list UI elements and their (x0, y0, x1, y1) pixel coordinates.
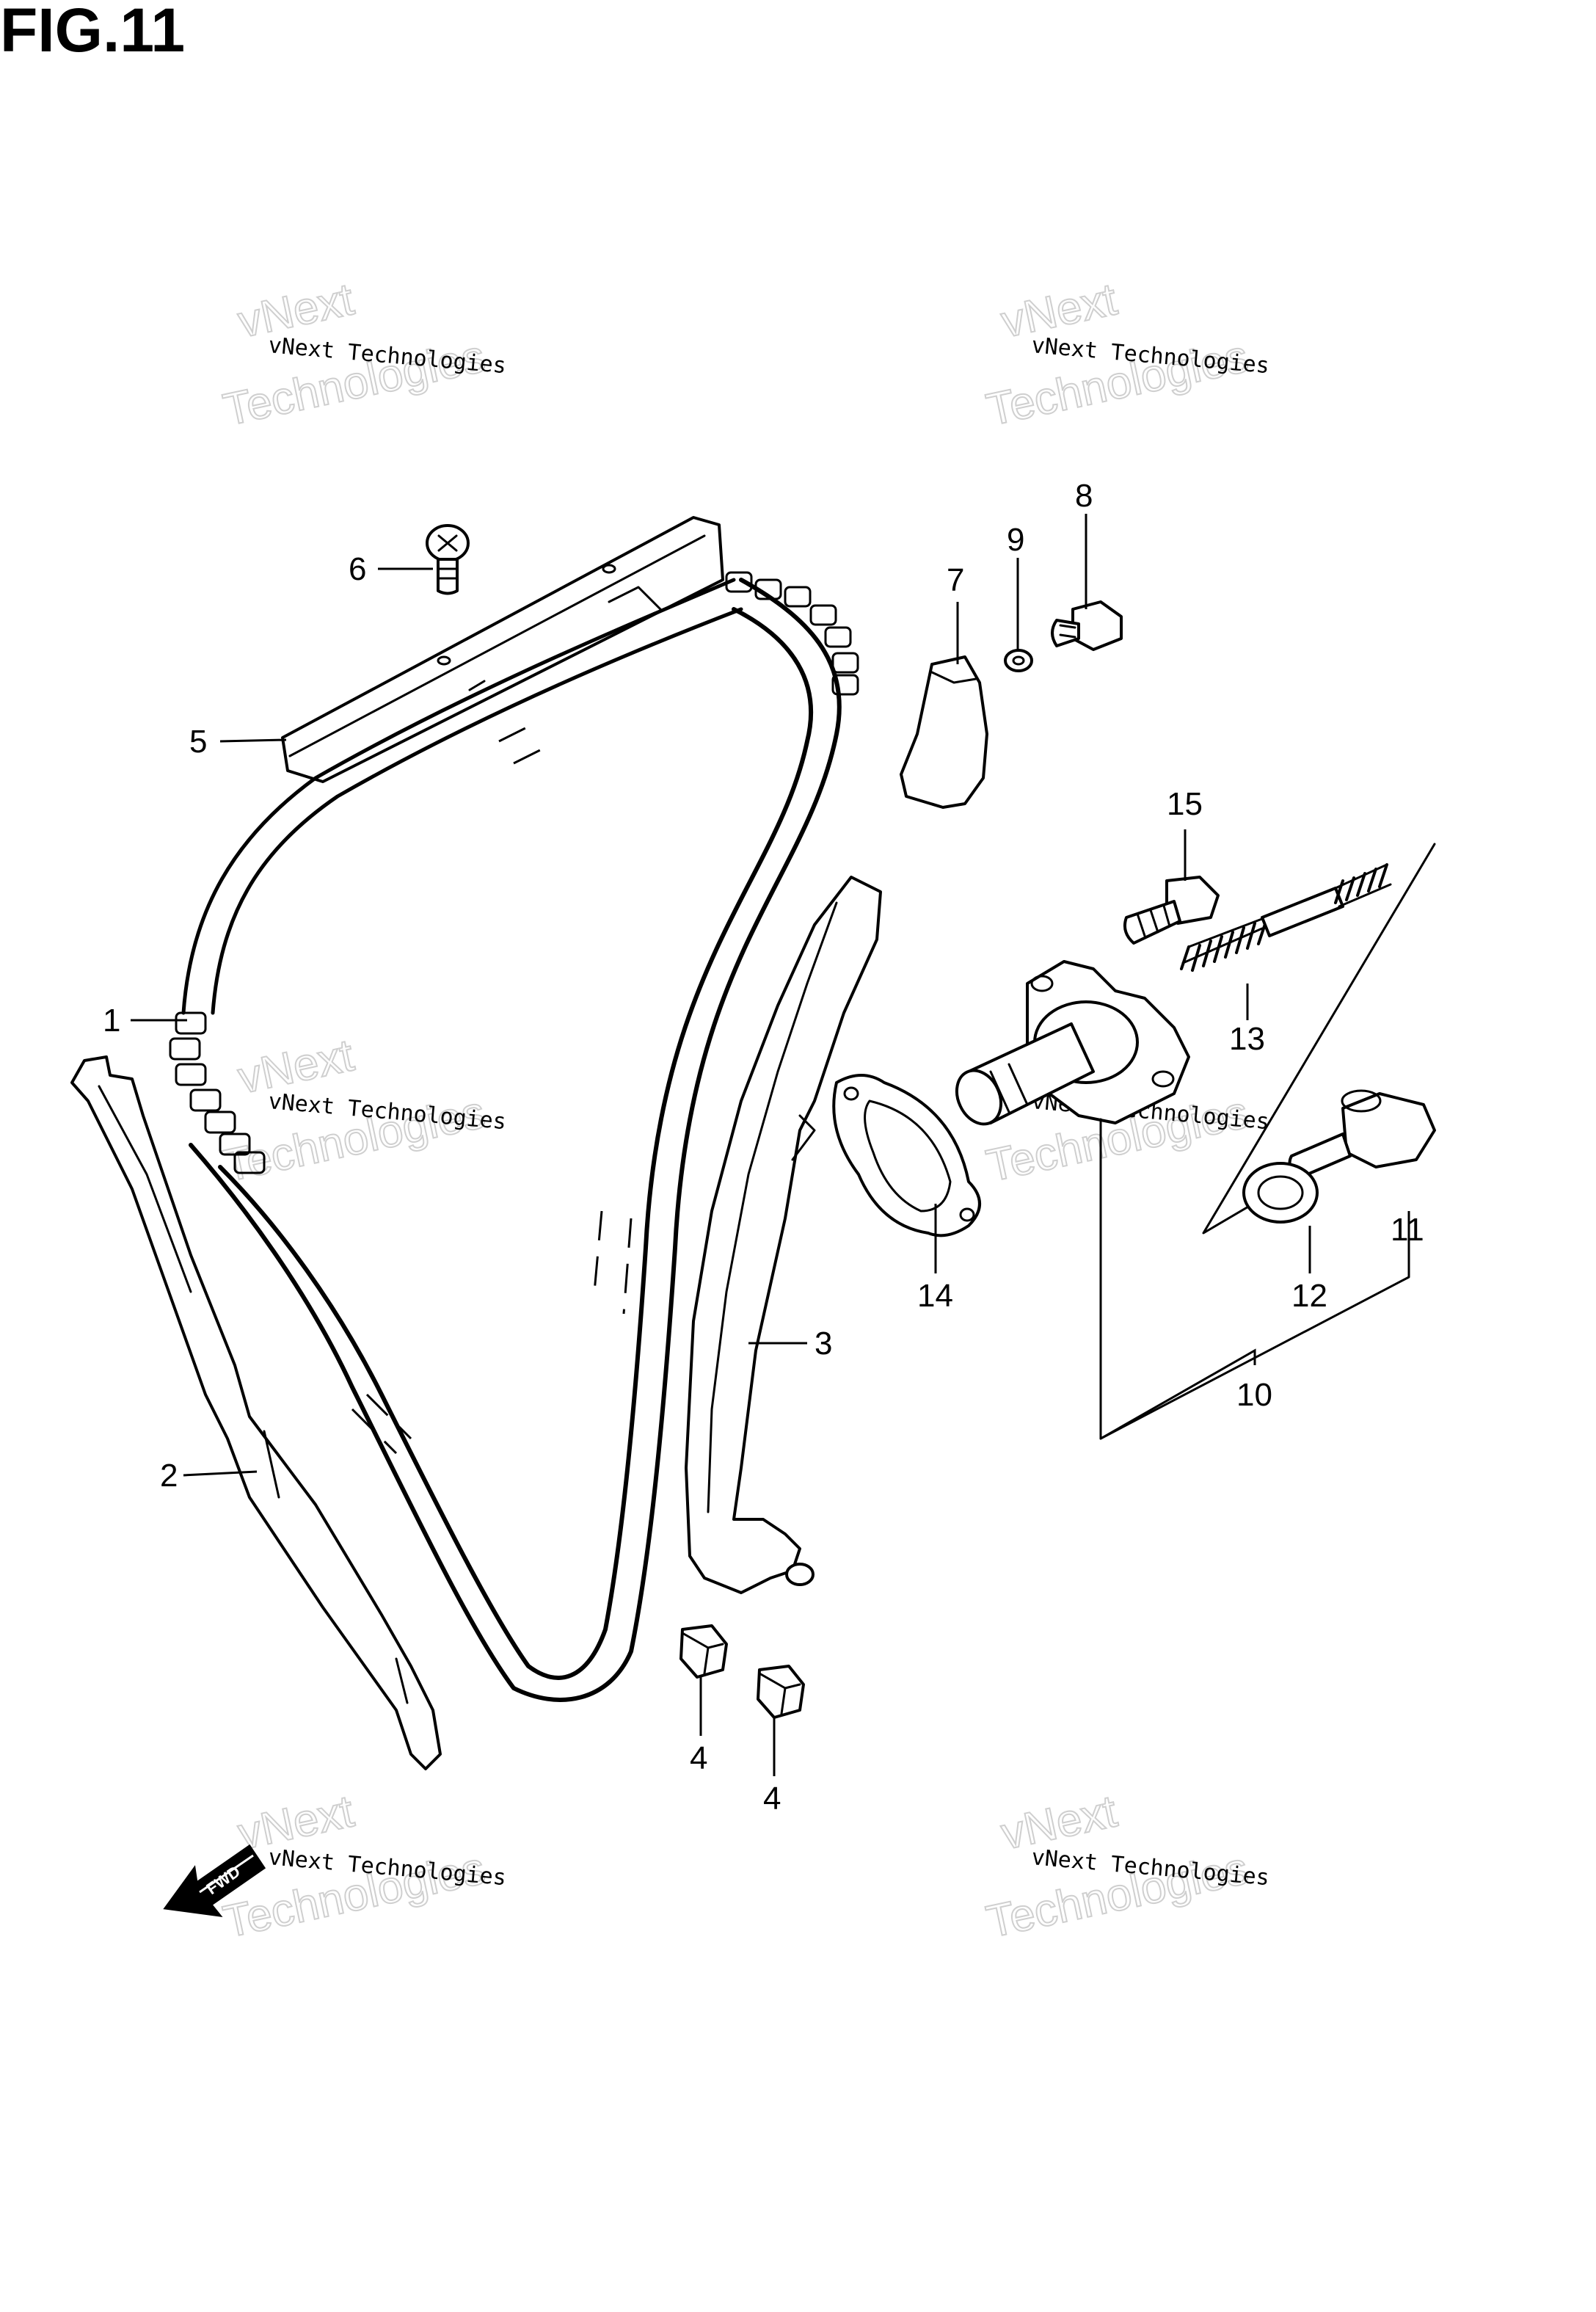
part-11-plug-bolt (1288, 1089, 1436, 1179)
part-14-gasket (832, 1074, 981, 1237)
leader-lines (131, 514, 1410, 1776)
part-4-cushion-b (757, 1665, 805, 1719)
watermark-top-left: vNext Technologies vNext Technologies (219, 273, 508, 436)
part-5-upper-chain-guide (281, 516, 724, 783)
callout-9: 9 (1007, 522, 1024, 558)
fwd-arrow-icon: FWD (163, 1844, 266, 1917)
callout-4a: 4 (690, 1740, 707, 1776)
figure-title: FIG.11 (0, 0, 185, 65)
part-12-washer (1242, 1162, 1319, 1224)
part-8-bolt (1051, 600, 1123, 651)
part-2-left-chain-guide (70, 1055, 442, 1770)
callout-6: 6 (349, 551, 366, 587)
callout-4b: 4 (763, 1781, 781, 1817)
watermark-middle-left: vNext Technologies vNext Technologies (219, 1029, 508, 1192)
part-15-bolt (1123, 876, 1220, 945)
part-9-washer (1004, 649, 1033, 672)
callout-7: 7 (947, 562, 964, 598)
callout-5: 5 (189, 724, 207, 760)
callout-1: 1 (103, 1003, 120, 1039)
callout-10: 10 (1236, 1377, 1272, 1413)
part-3-right-chain-guide (685, 876, 882, 1594)
watermark-top-right: vNext Technologies vNext Technologies (982, 273, 1271, 436)
callout-2: 2 (160, 1458, 178, 1494)
callout-11: 11 (1391, 1212, 1424, 1248)
part-4-cushion-a (679, 1624, 728, 1679)
part-6-screw (426, 524, 470, 595)
callout-labels: 1 2 3 4 4 5 6 7 8 9 10 11 12 13 14 15 (103, 478, 1424, 1817)
part-7-pad (900, 655, 988, 809)
callout-13: 13 (1229, 1021, 1265, 1057)
part-10-tensioner-assembly (955, 960, 1410, 1440)
callout-15: 15 (1167, 786, 1203, 822)
watermark-bottom-right: vNext Technologies vNext Technologies (982, 1785, 1271, 1948)
callout-14: 14 (917, 1278, 953, 1314)
callout-8: 8 (1075, 478, 1093, 514)
callout-12: 12 (1291, 1278, 1327, 1314)
part-1-cam-chain (169, 571, 859, 1702)
callout-3: 3 (815, 1326, 832, 1362)
